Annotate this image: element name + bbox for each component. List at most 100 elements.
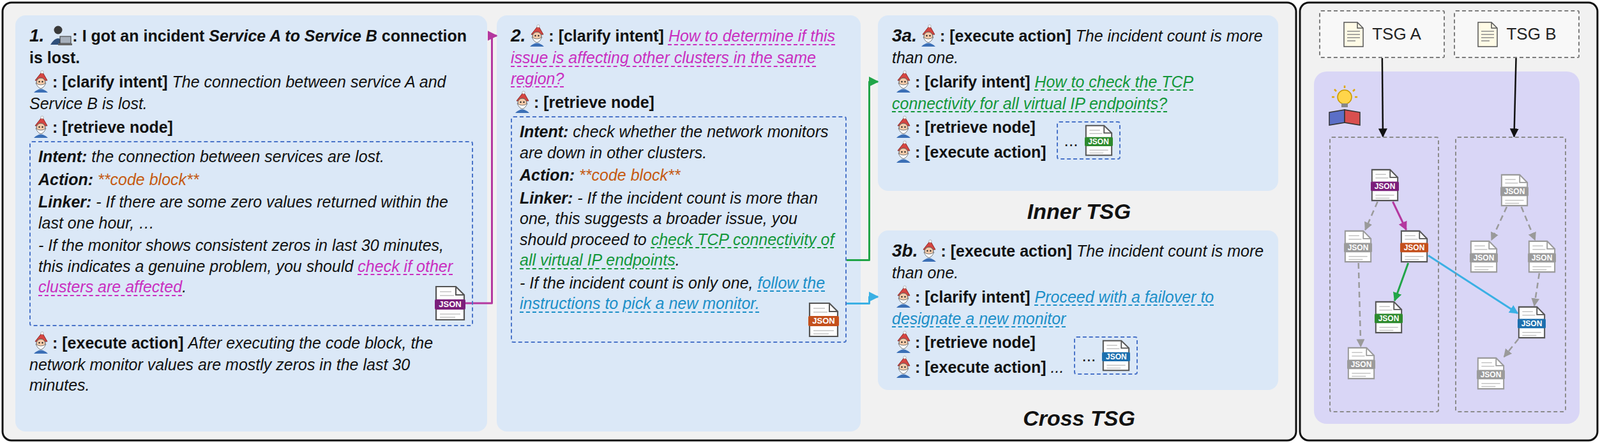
file-band bbox=[1476, 369, 1505, 380]
json-file-icon: JSON bbox=[1374, 300, 1403, 334]
text: : [clarify intent] bbox=[548, 26, 665, 45]
file-label: JSON bbox=[434, 299, 466, 310]
text-line: Action: **code block** bbox=[38, 169, 465, 191]
robot-icon-use bbox=[33, 70, 48, 93]
json-file-icon: JSON bbox=[434, 285, 466, 322]
robot-icon bbox=[917, 239, 941, 263]
file-band bbox=[434, 299, 466, 310]
text-line: - If the incident count is only one, fol… bbox=[519, 272, 838, 315]
step-panel: 2.: [clarify intent] How to determine if… bbox=[496, 15, 861, 432]
file-label: JSON bbox=[1476, 369, 1505, 380]
row-column: : [retrieve node]: [execute action] bbox=[891, 115, 1047, 166]
text: ... bbox=[1050, 358, 1065, 377]
robot-icon bbox=[29, 115, 53, 139]
json-file-icon: JSON bbox=[1500, 173, 1529, 207]
section-label: Cross TSG bbox=[1022, 406, 1136, 431]
connector-arrow bbox=[1521, 206, 1536, 241]
robot-icon bbox=[29, 331, 53, 355]
text-line: : [clarify intent] The connection betwee… bbox=[29, 70, 474, 115]
bulb-base bbox=[1341, 103, 1348, 108]
text-line: : [retrieve node] bbox=[510, 90, 847, 114]
text: : [retrieve node] bbox=[533, 93, 655, 112]
robot-icon bbox=[29, 70, 53, 94]
robot-icon-use bbox=[896, 141, 911, 163]
file-fold bbox=[1103, 125, 1112, 134]
file-band bbox=[1343, 242, 1373, 253]
file-label: JSON bbox=[1347, 359, 1376, 370]
text-line: Intent: the connection between services … bbox=[38, 146, 465, 168]
text: : [execute action] bbox=[940, 241, 1072, 260]
connector-arrow bbox=[1382, 58, 1383, 137]
tsg-document-box: TSG B bbox=[1453, 10, 1580, 59]
file-label: JSON bbox=[1374, 313, 1403, 324]
file-band bbox=[1347, 359, 1376, 370]
step-panel: 1.: I got an incident Service A to Servi… bbox=[15, 15, 488, 432]
file-label: JSON bbox=[1527, 252, 1556, 263]
person-icon bbox=[49, 24, 73, 48]
connector-arrow bbox=[1392, 201, 1406, 230]
robot-icon bbox=[891, 285, 915, 309]
json-file-icon: JSON bbox=[1400, 229, 1429, 264]
file-fold bbox=[829, 303, 838, 312]
connector-arrow bbox=[846, 81, 878, 261]
text: : [retrieve node] bbox=[52, 118, 174, 136]
text: : [execute action] bbox=[914, 143, 1047, 161]
text-line: 3b.: [execute action] The incident count… bbox=[891, 239, 1265, 284]
text: Service A to Service B bbox=[208, 26, 378, 45]
file-band bbox=[1527, 252, 1556, 263]
text: . bbox=[181, 277, 187, 296]
text: 2. bbox=[510, 25, 526, 46]
text: TSG B bbox=[1506, 24, 1556, 45]
doc-icon bbox=[1342, 21, 1365, 48]
file-fold bbox=[1419, 231, 1427, 239]
panel-background bbox=[877, 15, 1279, 191]
robot-icon-use bbox=[515, 91, 530, 114]
text-line: : [clarify intent] Proceed with a failov… bbox=[891, 285, 1265, 330]
robot-icon-use bbox=[529, 24, 544, 47]
text: - If the incident count is only one, bbox=[519, 273, 754, 292]
file-band bbox=[808, 316, 839, 327]
robot-icon bbox=[916, 24, 940, 48]
robot-icon-use bbox=[921, 24, 936, 47]
file-label: JSON bbox=[1500, 186, 1529, 197]
file-label: JSON bbox=[1400, 242, 1429, 253]
file-band bbox=[1500, 186, 1529, 197]
json-file-icon: JSON bbox=[1084, 124, 1113, 157]
connector-arrow bbox=[1365, 201, 1378, 230]
section-label: Inner TSG bbox=[1027, 199, 1131, 225]
json-file-icon: JSON bbox=[808, 301, 839, 338]
text: **code block** bbox=[97, 170, 199, 189]
file-fold bbox=[1363, 231, 1371, 239]
text-line: Linker: - If the incident count is more … bbox=[519, 187, 838, 271]
robot-icon-use bbox=[896, 331, 911, 354]
file-label: JSON bbox=[1101, 352, 1131, 362]
file-label: JSON bbox=[1370, 181, 1399, 191]
file-fold bbox=[1393, 301, 1402, 310]
connector-arrow bbox=[1504, 339, 1519, 357]
robot-icon-use bbox=[896, 116, 911, 138]
connector-arrow bbox=[1358, 263, 1362, 347]
doc-icon bbox=[1476, 21, 1499, 48]
json-file-icon: JSON bbox=[1517, 305, 1546, 340]
text-line: ... bbox=[1064, 129, 1079, 152]
text-line: 3a.: [execute action] The incident count… bbox=[891, 24, 1265, 69]
robot-icon bbox=[891, 140, 915, 164]
text-line: Intent: check whether the network monito… bbox=[519, 121, 838, 163]
file-fold bbox=[1389, 169, 1398, 178]
file-fold bbox=[1536, 307, 1545, 315]
connector-arrow bbox=[1491, 206, 1507, 241]
file-band bbox=[1374, 313, 1403, 324]
text: the connection between services are lost… bbox=[91, 147, 385, 166]
robot-icon-use bbox=[896, 70, 911, 93]
tsg-graph-column: JSONJSONJSONJSONJSON bbox=[1455, 136, 1567, 413]
text: : [execute action] bbox=[939, 26, 1072, 45]
json-file-icon: JSON bbox=[1527, 240, 1556, 274]
text: Intent: bbox=[519, 122, 569, 141]
text-line: : [clarify intent] How to check the TCP … bbox=[891, 70, 1265, 115]
retrieved-node-box: ...JSON bbox=[1073, 336, 1138, 375]
robot-icon bbox=[891, 355, 915, 379]
person-icon-use bbox=[50, 26, 73, 46]
panel-background bbox=[496, 15, 861, 432]
node-card: Intent: check whether the network monito… bbox=[510, 116, 847, 343]
